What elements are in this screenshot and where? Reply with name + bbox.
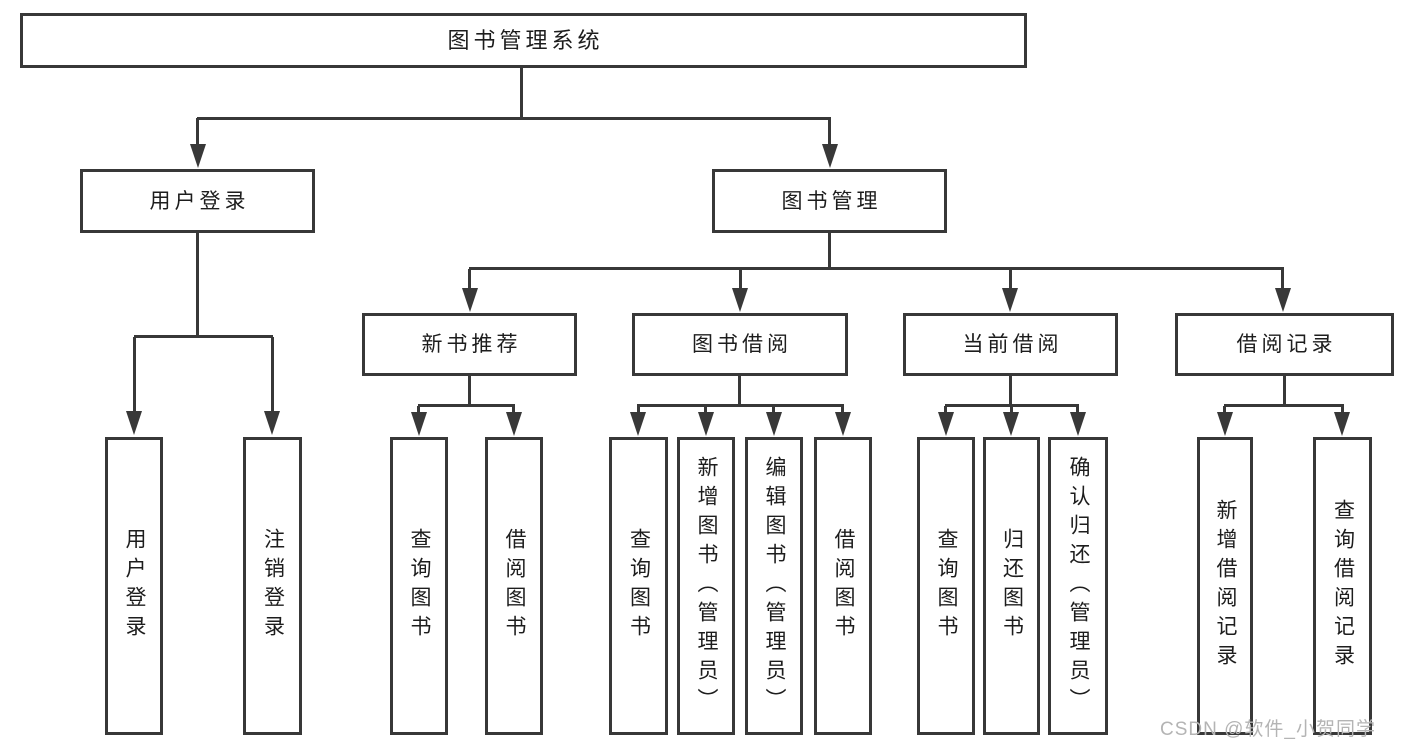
connector-to-leaf-return-book <box>1010 406 1013 413</box>
arrow-to-current-borrowing <box>1002 288 1018 312</box>
connector-to-book-borrowing <box>739 269 742 290</box>
arrow-to-leaf-return-book <box>1003 412 1019 436</box>
leaf-user-login-label: 用户登录 <box>123 528 147 644</box>
leaf-borrow-book-recommend: 借阅图书 <box>485 437 543 735</box>
connector-to-leaf-add-book <box>704 406 707 413</box>
node-current-borrowing: 当前借阅 <box>903 313 1118 376</box>
arrow-to-new-book-recommend <box>462 288 478 312</box>
connector-to-leaf-logout <box>271 337 274 411</box>
leaf-query-book-borrowing-label: 查询图书 <box>627 528 651 644</box>
leaf-borrow-book-label: 借阅图书 <box>832 528 856 644</box>
connector-to-borrow-records <box>1281 269 1284 290</box>
connector-borrow-records-stem <box>1283 376 1286 407</box>
arrow-to-book-borrowing <box>732 288 748 312</box>
leaf-user-login: 用户登录 <box>105 437 163 735</box>
arrow-to-book-management <box>822 144 838 168</box>
connector-to-leaf-borrow-book-2 <box>841 406 844 413</box>
node-borrow-records-label: 借阅记录 <box>1236 333 1337 356</box>
leaf-query-book-current-label: 查询图书 <box>935 528 959 644</box>
leaf-add-borrow-record: 新增借阅记录 <box>1197 437 1253 735</box>
connector-book-management-crossbar <box>469 267 1284 270</box>
leaf-return-book: 归还图书 <box>983 437 1040 735</box>
leaf-borrow-book: 借阅图书 <box>814 437 872 735</box>
node-book-borrowing-label: 图书借阅 <box>692 333 792 356</box>
node-new-book-recommend-label: 新书推荐 <box>421 333 522 356</box>
leaf-query-book-current: 查询图书 <box>917 437 975 735</box>
connector-to-leaf-borrow-book-1 <box>512 406 515 413</box>
node-root: 图书管理系统 <box>20 13 1027 68</box>
node-root-label: 图书管理系统 <box>447 27 604 53</box>
connector-new-book-recommend-crossbar <box>418 404 515 407</box>
arrow-to-leaf-edit-book <box>766 412 782 436</box>
connector-current-borrowing-stem <box>1009 376 1012 407</box>
leaf-confirm-return-admin-label: 确认归还（管理员） <box>1067 455 1091 717</box>
connector-root-crossbar <box>197 117 831 120</box>
leaf-query-book-borrowing: 查询图书 <box>609 437 668 735</box>
connector-book-management-stem <box>828 233 831 270</box>
arrow-to-borrow-records <box>1275 288 1291 312</box>
leaf-edit-book-admin: 编辑图书（管理员） <box>745 437 803 735</box>
arrow-to-leaf-borrow-book-2 <box>835 412 851 436</box>
node-new-book-recommend: 新书推荐 <box>362 313 577 376</box>
connector-book-borrowing-crossbar <box>637 404 844 407</box>
csdn-watermark: CSDN @软件_小贺同学 <box>1160 719 1376 740</box>
connector-user-login-stem <box>196 233 199 336</box>
node-user-login-label: 用户登录 <box>149 189 250 213</box>
connector-to-leaf-query-book-3 <box>944 406 947 413</box>
arrow-to-leaf-add-record <box>1217 412 1233 436</box>
leaf-query-book-recommend-label: 查询图书 <box>408 528 432 644</box>
arrow-to-leaf-add-book <box>698 412 714 436</box>
connector-user-login-crossbar <box>134 335 273 338</box>
connector-to-leaf-add-record <box>1223 406 1226 413</box>
leaf-confirm-return-admin: 确认归还（管理员） <box>1048 437 1108 735</box>
arrow-to-leaf-confirm-return <box>1070 412 1086 436</box>
connector-borrow-records-crossbar <box>1224 404 1344 407</box>
leaf-add-borrow-record-label: 新增借阅记录 <box>1214 499 1238 673</box>
node-book-borrowing: 图书借阅 <box>632 313 848 376</box>
connector-to-leaf-query-record <box>1341 406 1344 413</box>
arrow-to-leaf-query-book-1 <box>411 412 427 436</box>
connector-root-stem <box>520 68 523 120</box>
leaf-return-book-label: 归还图书 <box>1000 528 1024 644</box>
connector-to-leaf-query-book-1 <box>417 406 420 413</box>
leaf-add-book-admin: 新增图书（管理员） <box>677 437 735 735</box>
arrow-to-leaf-query-book-2 <box>630 412 646 436</box>
leaf-query-borrow-record-label: 查询借阅记录 <box>1331 499 1355 673</box>
connector-to-leaf-edit-book <box>772 406 775 413</box>
connector-new-book-recommend-stem <box>468 376 471 407</box>
leaf-logout: 注销登录 <box>243 437 302 735</box>
leaf-logout-label: 注销登录 <box>261 528 285 644</box>
connector-current-borrowing-crossbar <box>945 404 1079 407</box>
connector-to-current-borrowing <box>1009 269 1012 290</box>
node-book-management-label: 图书管理 <box>781 189 882 213</box>
leaf-borrow-book-recommend-label: 借阅图书 <box>503 528 527 644</box>
leaf-edit-book-admin-label: 编辑图书（管理员） <box>763 455 787 717</box>
connector-to-user-login <box>196 118 199 144</box>
connector-to-leaf-user-login <box>133 337 136 411</box>
node-current-borrowing-label: 当前借阅 <box>962 333 1063 356</box>
node-book-management: 图书管理 <box>712 169 947 233</box>
connector-to-leaf-confirm-return <box>1076 406 1079 413</box>
node-borrow-records: 借阅记录 <box>1175 313 1394 376</box>
arrow-to-leaf-query-record <box>1334 412 1350 436</box>
connector-to-leaf-query-book-2 <box>637 406 640 413</box>
node-user-login: 用户登录 <box>80 169 315 233</box>
connector-book-borrowing-stem <box>738 376 741 407</box>
arrow-to-leaf-borrow-book-1 <box>506 412 522 436</box>
arrow-to-leaf-query-book-3 <box>938 412 954 436</box>
arrow-to-leaf-logout <box>264 411 280 435</box>
arrow-to-leaf-user-login <box>126 411 142 435</box>
connector-to-new-book-recommend <box>468 269 471 290</box>
arrow-to-user-login <box>190 144 206 168</box>
leaf-add-book-admin-label: 新增图书（管理员） <box>695 455 719 717</box>
leaf-query-borrow-record: 查询借阅记录 <box>1313 437 1372 735</box>
leaf-query-book-recommend: 查询图书 <box>390 437 448 735</box>
connector-to-book-management <box>828 118 831 144</box>
